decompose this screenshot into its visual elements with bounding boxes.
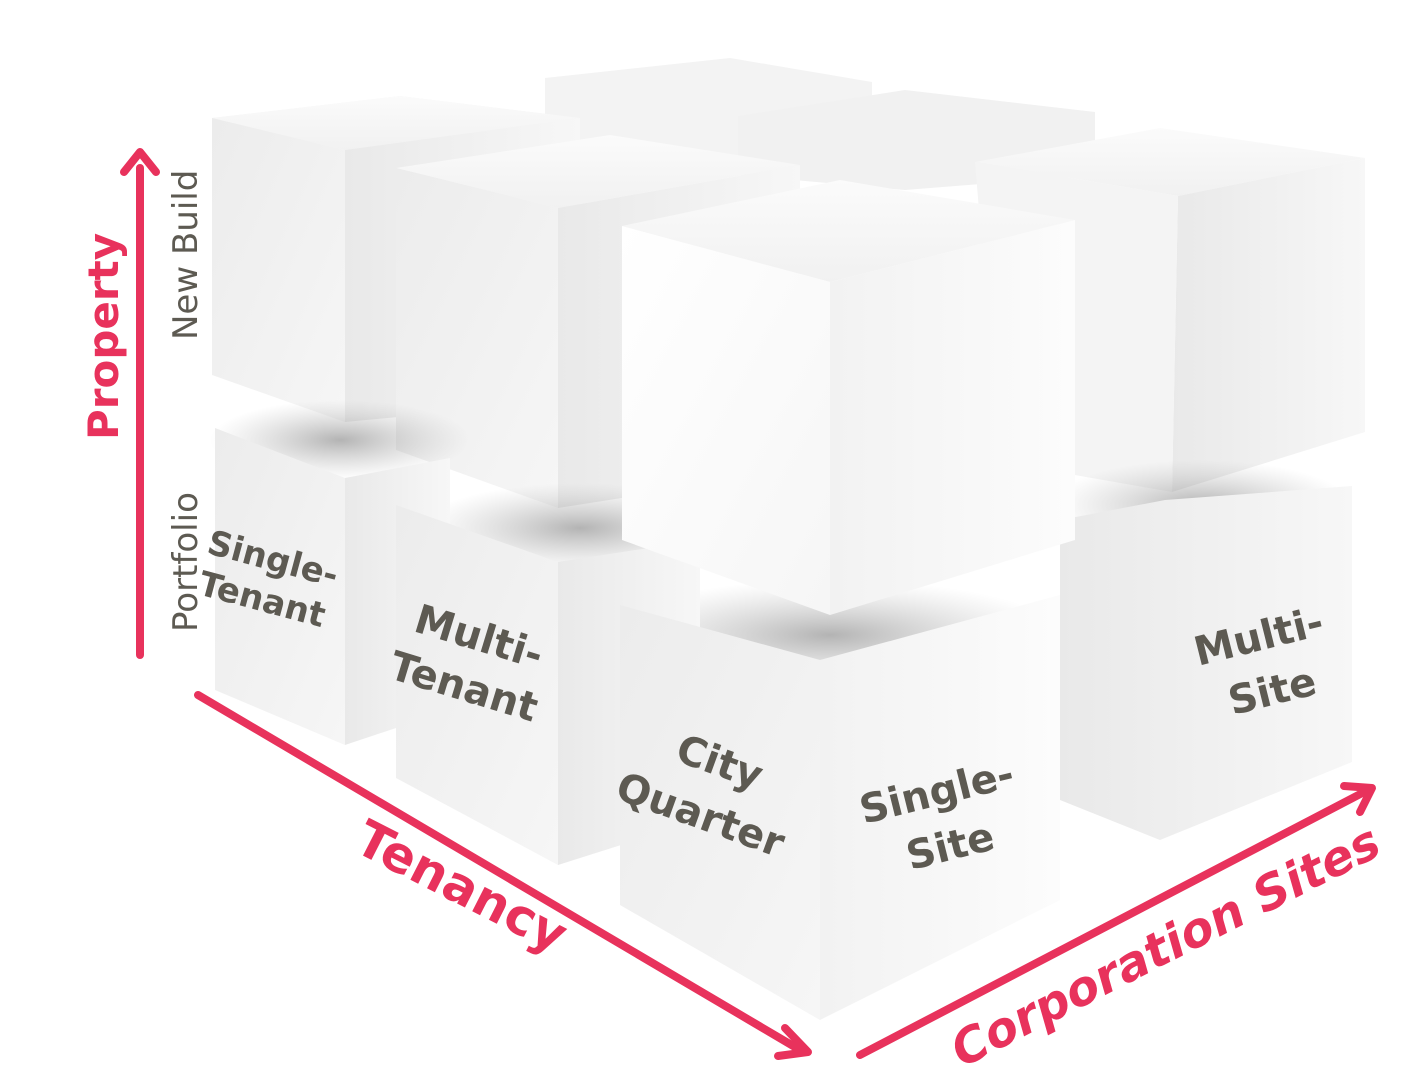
axis-label-property: Property — [79, 233, 128, 440]
axis-arrow-corporation-sites — [856, 782, 1376, 1059]
axis-arrow-tenancy — [194, 691, 812, 1060]
axis-arrow-property — [120, 148, 160, 659]
level-label-new-build: New Build — [166, 170, 206, 340]
cube-multi-site — [1060, 486, 1352, 840]
cube-city-quarter-single-site — [620, 595, 1060, 1020]
cube-front-upper — [622, 180, 1075, 615]
level-label-portfolio: Portfolio — [166, 492, 206, 632]
